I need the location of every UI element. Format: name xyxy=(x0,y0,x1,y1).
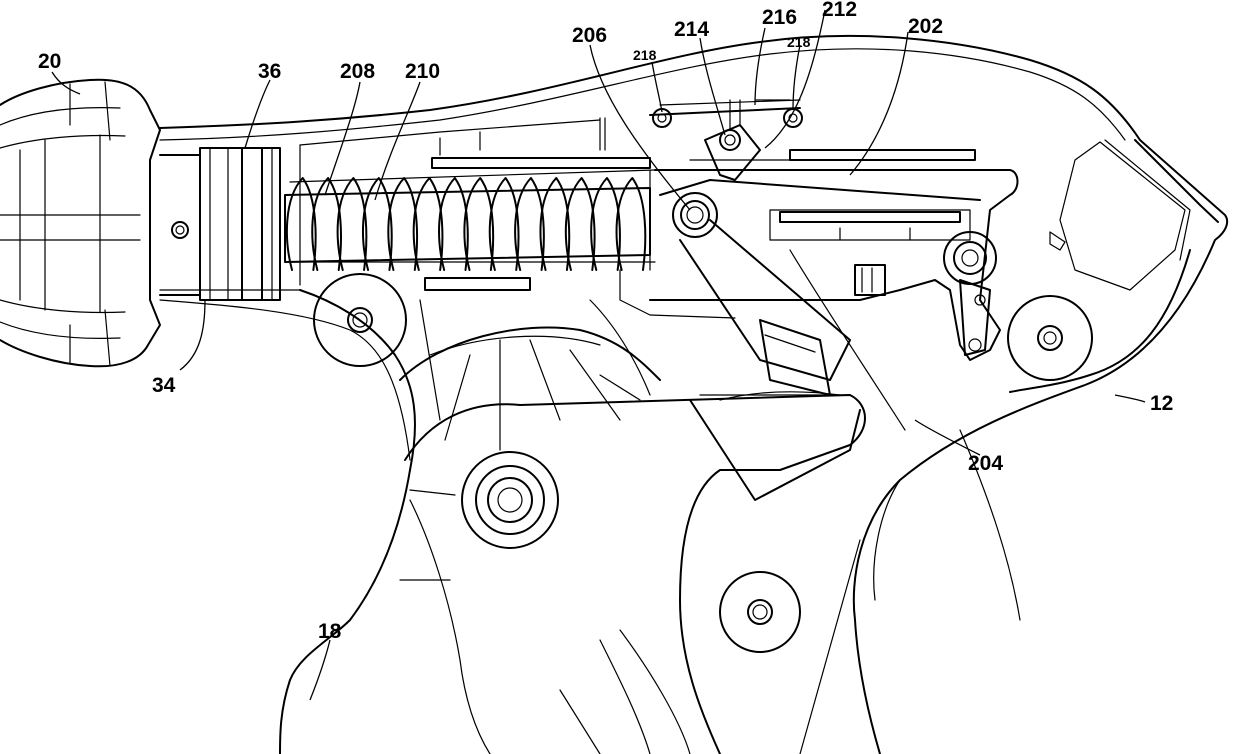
collar-assembly xyxy=(160,148,280,300)
label-206: 206 xyxy=(572,24,607,47)
label-218-left: 218 xyxy=(633,47,657,63)
latch-assembly xyxy=(650,100,802,180)
spring-coil xyxy=(338,178,367,270)
spring-rod xyxy=(285,178,650,270)
label-218-right: 218 xyxy=(787,34,811,50)
trigger xyxy=(280,392,865,754)
label-34: 34 xyxy=(152,374,176,397)
gear-wheel xyxy=(314,274,660,450)
label-214: 214 xyxy=(674,18,709,41)
label-18: 18 xyxy=(318,620,342,643)
label-12: 12 xyxy=(1150,392,1173,415)
internal-structure xyxy=(290,118,1018,360)
grip-handle xyxy=(0,80,160,367)
label-208: 208 xyxy=(340,60,375,83)
nose-pivot xyxy=(1008,296,1092,380)
label-202: 202 xyxy=(908,15,943,38)
label-36: 36 xyxy=(258,60,281,83)
spring-coil xyxy=(287,178,316,270)
label-204: 204 xyxy=(968,452,1003,475)
label-20: 20 xyxy=(38,50,61,73)
label-212: 212 xyxy=(822,0,857,21)
label-216: 216 xyxy=(762,6,797,29)
label-210: 210 xyxy=(405,60,440,83)
